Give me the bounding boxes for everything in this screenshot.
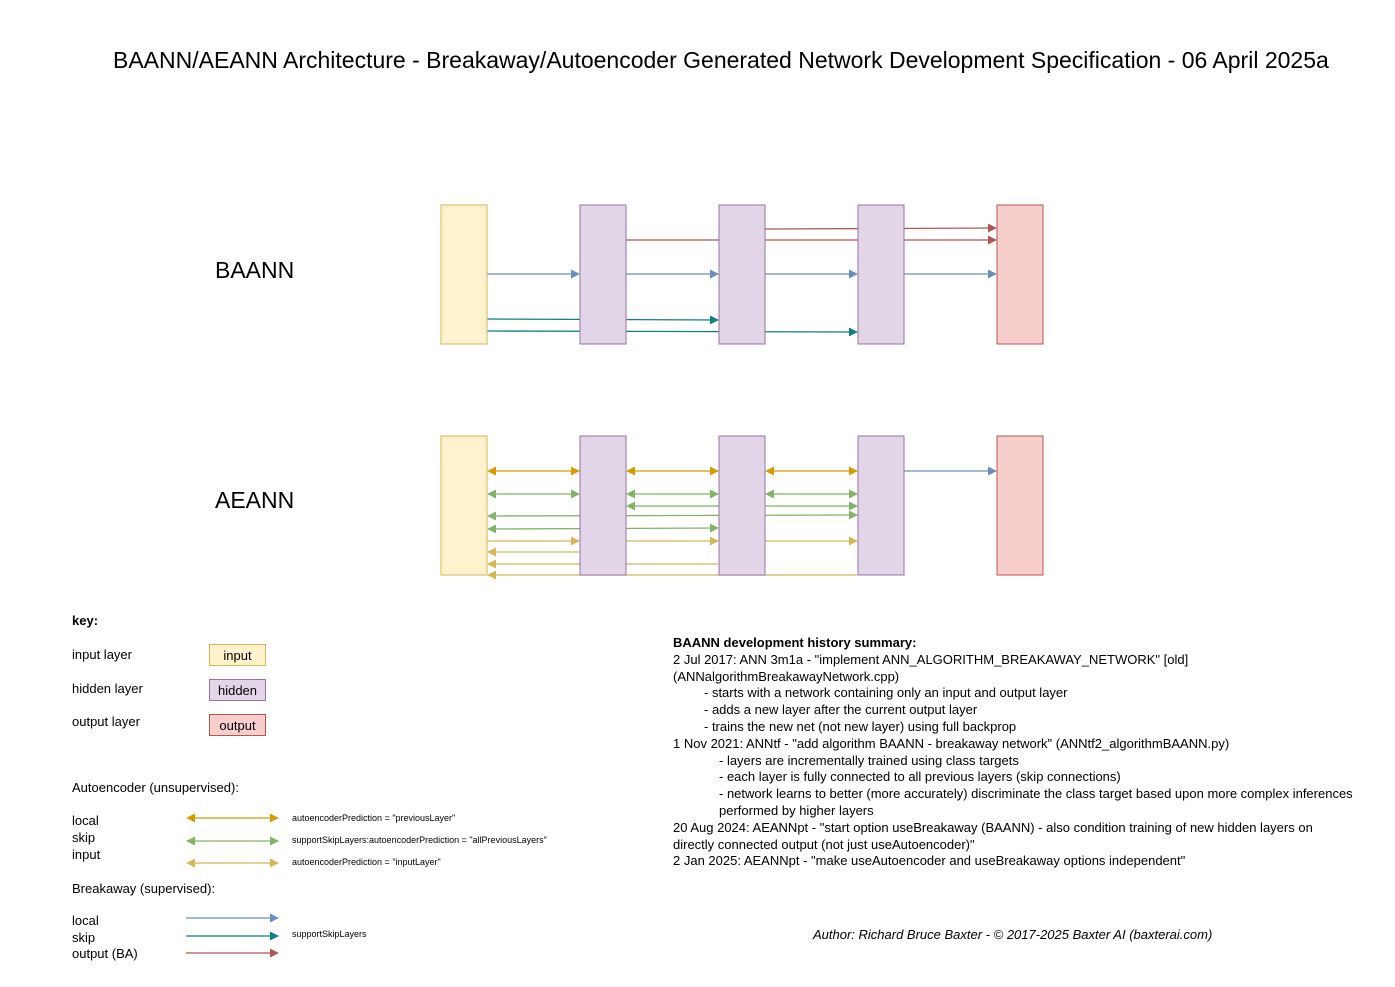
aeann-hidden-layer-3 [857, 435, 905, 576]
aeann-hidden-layer-1 [579, 435, 627, 576]
history-line: - network learns to better (more accurat… [719, 786, 1353, 818]
key-output-layer-label: output layer [72, 714, 140, 729]
baann-input-layer [440, 204, 488, 345]
key-ae-input-note: autoencoderPrediction = "inputLayer" [292, 857, 441, 867]
ba-skip-arrow [486, 327, 858, 337]
key-ba-skip-label: skip [72, 930, 96, 945]
key-input-box: input [209, 644, 266, 666]
key-breakaway-heading: Breakaway (supervised): [72, 881, 216, 896]
history-line: 2 Jan 2025: AEANNpt - "make useAutoencod… [673, 853, 1186, 869]
history-line: - adds a new layer after the current out… [704, 702, 978, 718]
aeann-layers [440, 435, 1044, 576]
key-ae-skip-label: skip [72, 830, 96, 845]
key-ae-local-label: local [72, 813, 99, 828]
key-ae-local-note: autoencoderPrediction = "previousLayer" [292, 813, 456, 823]
key-hidden-box: hidden [209, 679, 266, 701]
key-output-box: output [209, 714, 266, 736]
key-heading: key: [72, 613, 99, 628]
key-arrows [186, 813, 279, 958]
key-ba-skip-note: supportSkipLayers [292, 929, 367, 939]
key-autoencoder-heading: Autoencoder (unsupervised): [72, 780, 239, 795]
history-line: 20 Aug 2024: AEANNpt - "start option use… [673, 819, 1313, 852]
baann-hidden-layer-2 [718, 204, 766, 345]
history-line: - starts with a network containing only … [704, 685, 1068, 701]
key-ba-local-label: local [72, 913, 99, 928]
history-summary: BAANN development history summary: 2 Jul… [673, 635, 1353, 870]
baann-layers [440, 204, 1044, 345]
baann-hidden-layer-1 [579, 204, 627, 345]
key-ae-skip-note: supportSkipLayers:autoencoderPrediction … [292, 835, 547, 845]
key-input-layer-label: input layer [72, 647, 132, 662]
baann-hidden-layer-3 [857, 204, 905, 345]
aeann-hidden-layer-2 [718, 435, 766, 576]
history-heading: BAANN development history summary: [673, 635, 917, 650]
key-hidden-layer-label: hidden layer [72, 681, 143, 696]
aeann-output-layer [996, 435, 1044, 576]
ae-skip-arrow [487, 510, 858, 521]
author-credit: Author: Richard Bruce Baxter - © 2017-20… [813, 927, 1213, 942]
history-line: 1 Nov 2021: ANNtf - "add algorithm BAANN… [673, 735, 1230, 751]
aeann-input-layer [440, 435, 488, 576]
history-line: - trains the new net (not new layer) usi… [704, 718, 1017, 734]
history-line: 2 Jul 2017: ANN 3m1a - "implement ANN_AL… [673, 651, 1189, 684]
baann-output-layer [996, 204, 1044, 345]
key-ae-input-label: input [72, 847, 101, 862]
key-ba-output-label: output (BA) [72, 946, 138, 961]
history-line: - each layer is fully connected to all p… [719, 769, 1121, 785]
history-line: - layers are incrementally trained using… [719, 752, 1019, 768]
aeann-label: AEANN [215, 487, 295, 513]
page-title: BAANN/AEANN Architecture - Breakaway/Aut… [113, 47, 1329, 73]
baann-label: BAANN [215, 257, 295, 283]
